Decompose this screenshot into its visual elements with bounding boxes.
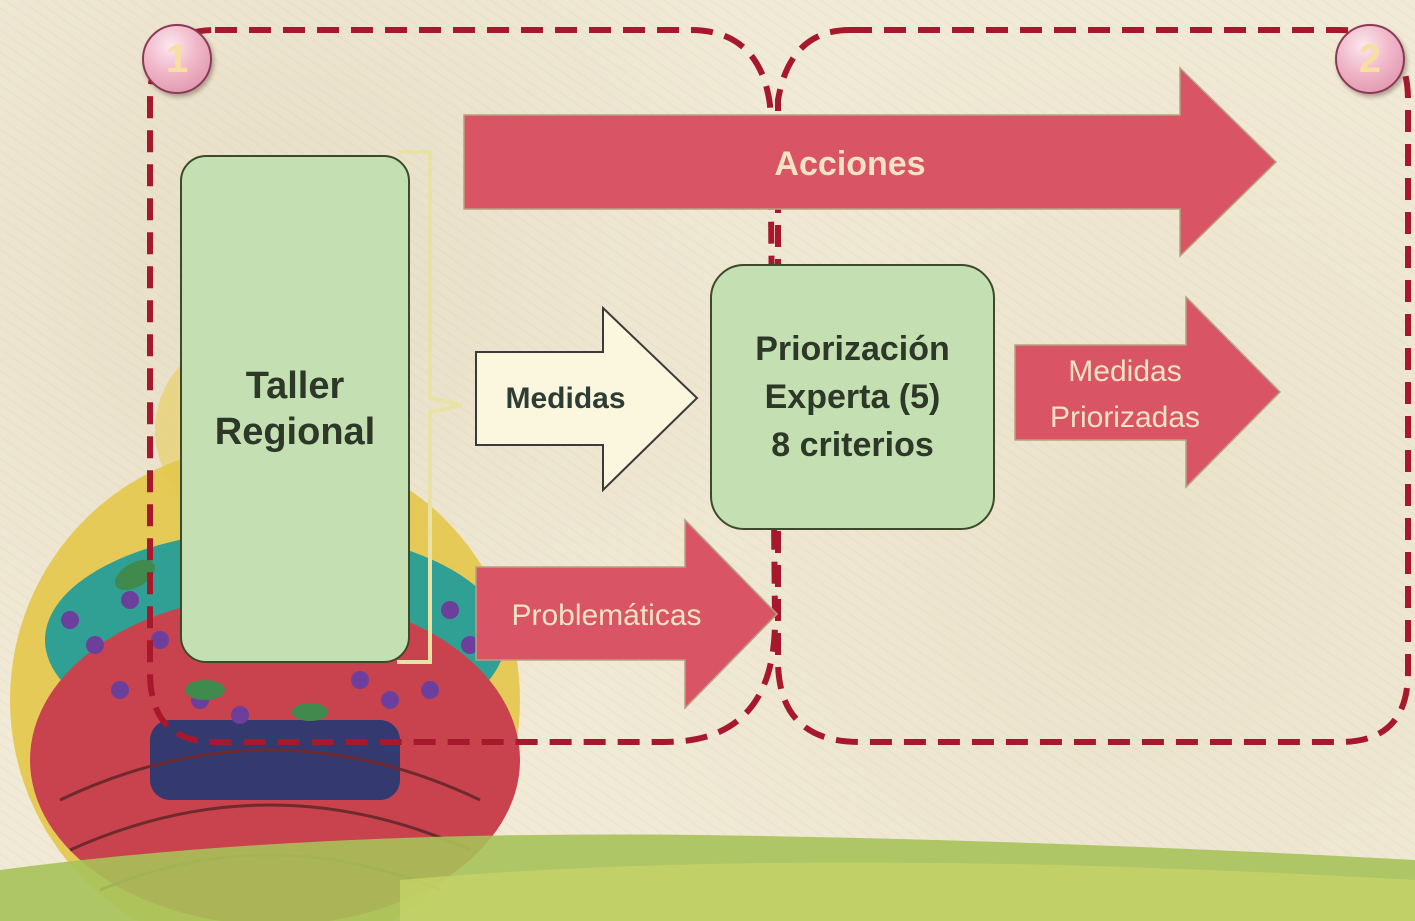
priorizacion-line-1: Priorización xyxy=(755,330,950,368)
medidas-priorizadas-arrow xyxy=(1014,295,1282,489)
medidas-priorizadas-line-1: Medidas xyxy=(1068,355,1182,388)
taller-line-1: Taller xyxy=(245,365,345,407)
medidas-arrow xyxy=(475,305,699,493)
brace-bracket xyxy=(397,150,463,664)
taller-regional-box: Taller Regional xyxy=(180,155,410,663)
acciones-label: Acciones xyxy=(774,144,926,183)
problematicas-label: Problemáticas xyxy=(511,599,702,632)
priorizacion-line-3: 8 criterios xyxy=(771,426,934,464)
medidas-priorizadas-label: Medidas Priorizadas xyxy=(1025,345,1225,445)
step-1-badge: 1 xyxy=(142,24,212,94)
acciones-arrow xyxy=(463,66,1278,258)
priorizacion-experta-box: Priorización Experta (5) 8 criterios xyxy=(710,264,995,530)
priorizacion-line-2: Experta (5) xyxy=(764,378,941,416)
problematicas-arrow xyxy=(475,518,779,710)
medidas-priorizadas-line-2: Priorizadas xyxy=(1049,401,1201,434)
taller-line-2: Regional xyxy=(214,411,376,453)
medidas-label: Medidas xyxy=(505,382,626,415)
step-2-badge: 2 xyxy=(1335,24,1405,94)
